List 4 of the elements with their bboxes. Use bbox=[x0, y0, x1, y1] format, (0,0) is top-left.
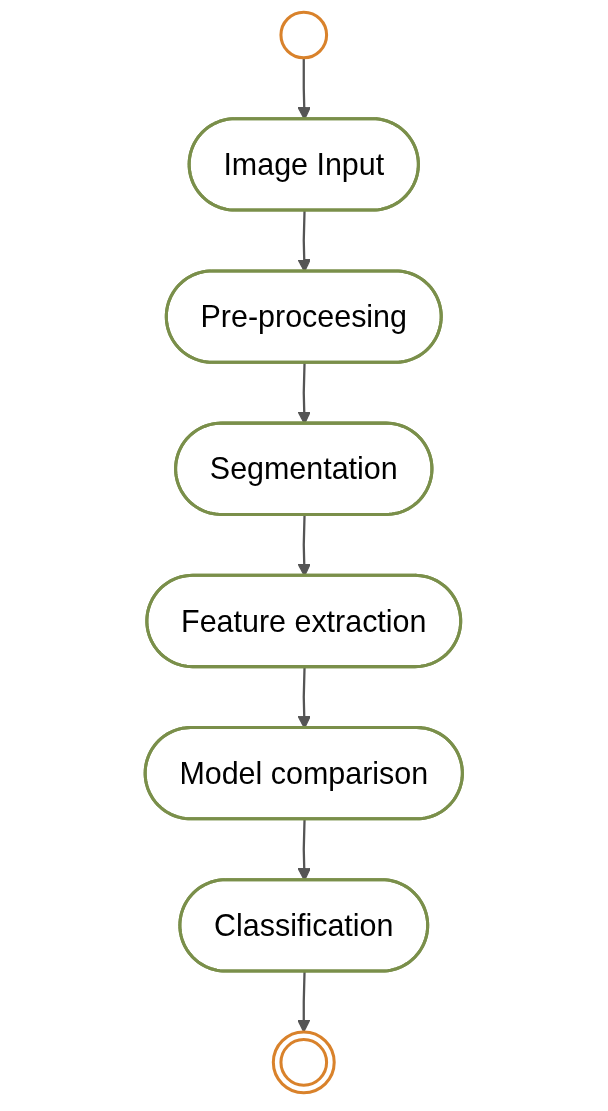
node-double-circle bbox=[272, 1030, 336, 1095]
flowchart: Image Input Pre-proceesing Segmentation Feature extraction Model comparison Classification bbox=[133, 0, 475, 1105]
arrow bbox=[297, 971, 311, 1033]
node-circle bbox=[279, 10, 329, 60]
